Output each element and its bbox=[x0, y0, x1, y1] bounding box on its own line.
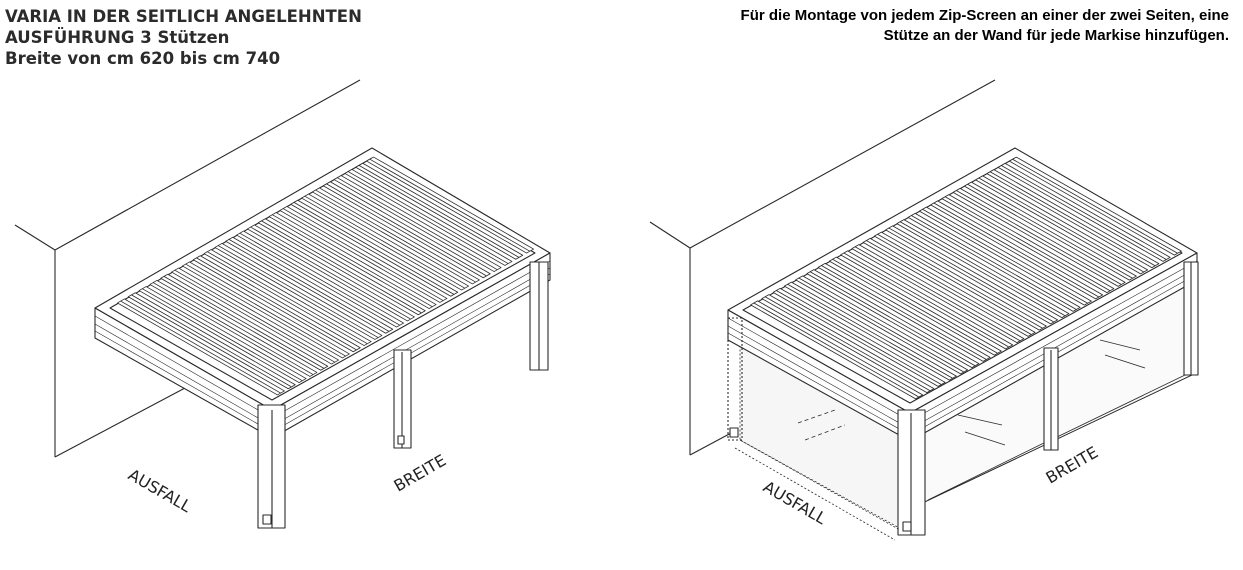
louvre-slat-edge bbox=[798, 277, 964, 373]
louvre-slat-edge bbox=[185, 263, 346, 357]
louvre-slat-edge bbox=[347, 171, 509, 264]
louvre-slat-edge bbox=[141, 288, 303, 381]
right-roof bbox=[727, 147, 1198, 442]
right-dashed-outline bbox=[734, 439, 901, 541]
louvre-slat-edge bbox=[217, 245, 379, 338]
louvre-slat-edge bbox=[326, 183, 487, 277]
louvre-slat-edge bbox=[854, 246, 1021, 341]
louvre-slat-edge bbox=[933, 202, 1099, 298]
left-title-line-1: VARIA IN DER SEITLICH ANGELEHNTEN bbox=[5, 7, 362, 26]
left-title-block: VARIA IN DER SEITLICH ANGELEHNTEN AUSFÜH… bbox=[5, 6, 362, 69]
louvre-slat-edge bbox=[787, 283, 953, 379]
louvre-slat-edge bbox=[978, 177, 1144, 273]
louvre-slat-edge bbox=[131, 294, 292, 388]
right-posts bbox=[727, 261, 1199, 536]
louvre-slat-edge bbox=[820, 265, 987, 360]
louvre-slat-edge bbox=[753, 302, 919, 398]
louvre-slat-edge bbox=[239, 232, 400, 326]
left-wall bbox=[14, 79, 361, 458]
louvre-slat-edge bbox=[336, 177, 498, 270]
louvre-slat-edge bbox=[967, 183, 1133, 279]
louvre-slat-edge bbox=[358, 164, 519, 258]
louvre-slat-edge bbox=[271, 214, 433, 307]
louvre-slat-edge bbox=[899, 221, 1066, 316]
left-pergola-diagram bbox=[14, 79, 551, 529]
louvre-slat-edge bbox=[293, 201, 454, 295]
right-note-line-2: Stütze an der Wand für jede Markise hinz… bbox=[883, 27, 1229, 44]
left-title-line-3: Breite von cm 620 bis cm 740 bbox=[5, 49, 281, 68]
louvre-slat-edge bbox=[250, 226, 411, 320]
louvre-slat-edge bbox=[206, 251, 368, 344]
left-depth-label: AUSFALL bbox=[125, 465, 195, 516]
louvre-slat-edge bbox=[228, 238, 389, 332]
left-title-line-2: AUSFÜHRUNG 3 Stützen bbox=[5, 28, 230, 47]
right-note-line-1: Für die Montage von jedem Zip-Screen an … bbox=[740, 7, 1229, 24]
louvre-slat-edge bbox=[315, 189, 476, 283]
louvre-slat-edge bbox=[809, 271, 976, 366]
right-note-block: Für die Montage von jedem Zip-Screen an … bbox=[529, 6, 1229, 46]
louvre-slat-edge bbox=[989, 171, 1156, 266]
louvre-slat-edge bbox=[1000, 165, 1167, 260]
left-louvres bbox=[117, 156, 534, 396]
louvre-slat-edge bbox=[922, 208, 1088, 304]
louvre-slat-edge bbox=[282, 208, 444, 301]
left-width-label: BREITE bbox=[391, 451, 450, 496]
left-roof bbox=[94, 147, 551, 439]
right-glass-reflections bbox=[797, 339, 1146, 446]
right-pergola-diagram bbox=[649, 79, 1199, 541]
louvre-slat-edge bbox=[843, 252, 1009, 348]
right-depth-label: AUSFALL bbox=[760, 477, 830, 528]
louvre-slat-edge bbox=[865, 240, 1032, 335]
louvre-slat-edge bbox=[832, 258, 998, 354]
louvre-slat-edge bbox=[196, 257, 357, 351]
left-beam-lines bbox=[94, 260, 551, 433]
louvre-slat-edge bbox=[888, 227, 1054, 323]
louvre-slat-edge bbox=[764, 296, 931, 391]
louvre-slat-edge bbox=[304, 195, 465, 289]
louvre-slat-edge bbox=[120, 300, 281, 394]
left-posts bbox=[257, 261, 549, 529]
louvre-slat-edge bbox=[944, 196, 1111, 291]
louvre-slat-edge bbox=[152, 282, 314, 375]
louvre-slat-edge bbox=[955, 190, 1122, 285]
louvre-slat-edge bbox=[369, 158, 530, 252]
louvre-slat-edge bbox=[775, 290, 942, 385]
louvre-slat-edge bbox=[174, 269, 335, 363]
louvre-slat-edge bbox=[877, 233, 1043, 329]
louvre-slat-edge bbox=[261, 220, 422, 314]
right-louvres bbox=[750, 156, 1182, 400]
louvre-slat-edge bbox=[910, 215, 1077, 310]
louvre-slat-edge bbox=[163, 275, 324, 369]
right-wall bbox=[649, 79, 996, 456]
louvre-slat-edge bbox=[1012, 158, 1178, 254]
